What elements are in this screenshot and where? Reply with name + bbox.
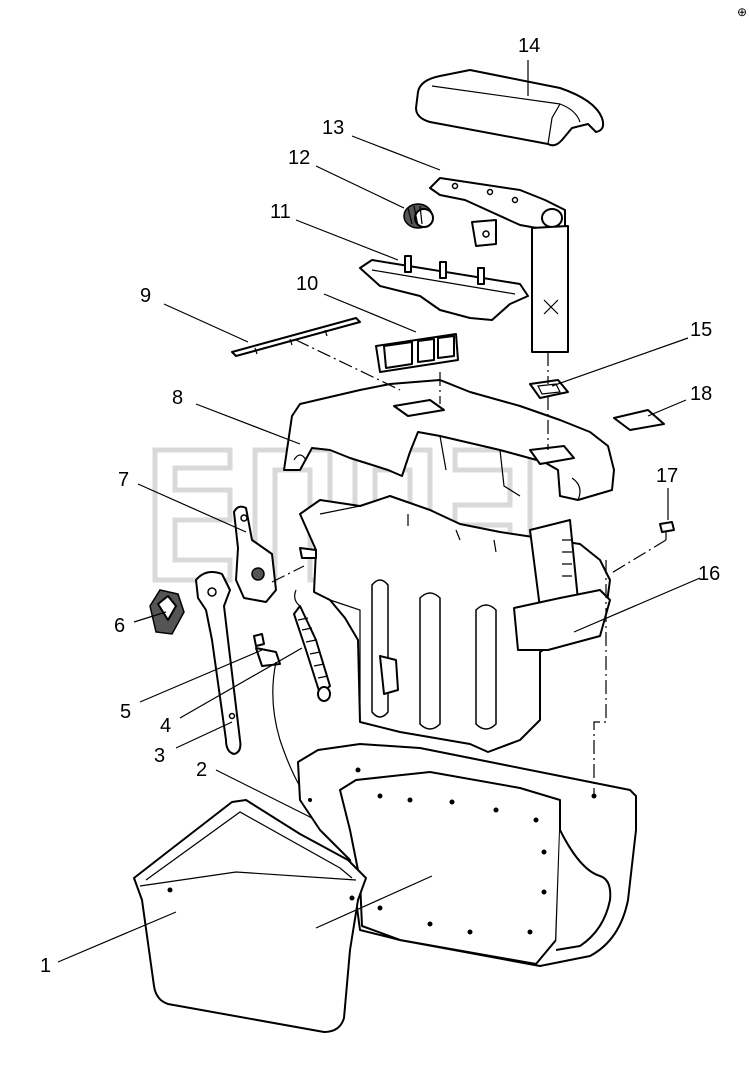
part-14-armrest-pad <box>415 69 605 147</box>
part-1-side-cover <box>133 799 367 1033</box>
corner-crosshair-mark: ⊕ <box>737 5 747 19</box>
callout-10: 10 <box>296 273 318 295</box>
callout-11: 11 <box>270 201 291 223</box>
callout-2: 2 <box>196 759 207 781</box>
callout-15: 15 <box>690 319 712 341</box>
part-5-clip-screw <box>253 633 281 667</box>
callout-3: 3 <box>154 745 165 767</box>
part-9-trim-strip <box>231 317 361 357</box>
callout-13: 13 <box>322 117 344 139</box>
part-2-lower-housing <box>297 743 637 967</box>
part-13-armrest-bracket <box>429 177 569 353</box>
callout-1: 1 <box>40 955 51 977</box>
callout-5: 5 <box>120 701 131 723</box>
callout-12: 12 <box>288 147 310 169</box>
part-4-return-spring <box>293 589 331 702</box>
part-3-release-lever <box>195 571 242 755</box>
callout-7: 7 <box>118 469 129 491</box>
assembly-lines <box>271 339 667 794</box>
part-7-hinge-plate <box>233 505 317 603</box>
part-16-main-frame <box>299 495 611 753</box>
part-12-adjusting-knob <box>403 203 434 229</box>
callout-16: 16 <box>698 563 720 585</box>
part-10-switch-block <box>375 333 459 373</box>
callout-8: 8 <box>172 387 183 409</box>
callout-18: 18 <box>690 383 712 405</box>
callout-14: 14 <box>518 35 540 57</box>
leader-lines <box>57 60 701 963</box>
part-17-screw <box>659 521 675 540</box>
part-11-storage-tray <box>359 255 529 321</box>
part-8-upper-cover <box>283 379 615 501</box>
callout-numbers: 14 13 12 11 9 10 15 18 8 17 7 16 6 5 4 3… <box>40 35 720 977</box>
part-6-latch-cap <box>149 589 185 635</box>
callout-9: 9 <box>140 285 151 307</box>
callout-17: 17 <box>656 465 678 487</box>
callout-6: 6 <box>114 615 125 637</box>
part-15-gasket <box>529 379 569 399</box>
callout-4: 4 <box>160 715 171 737</box>
